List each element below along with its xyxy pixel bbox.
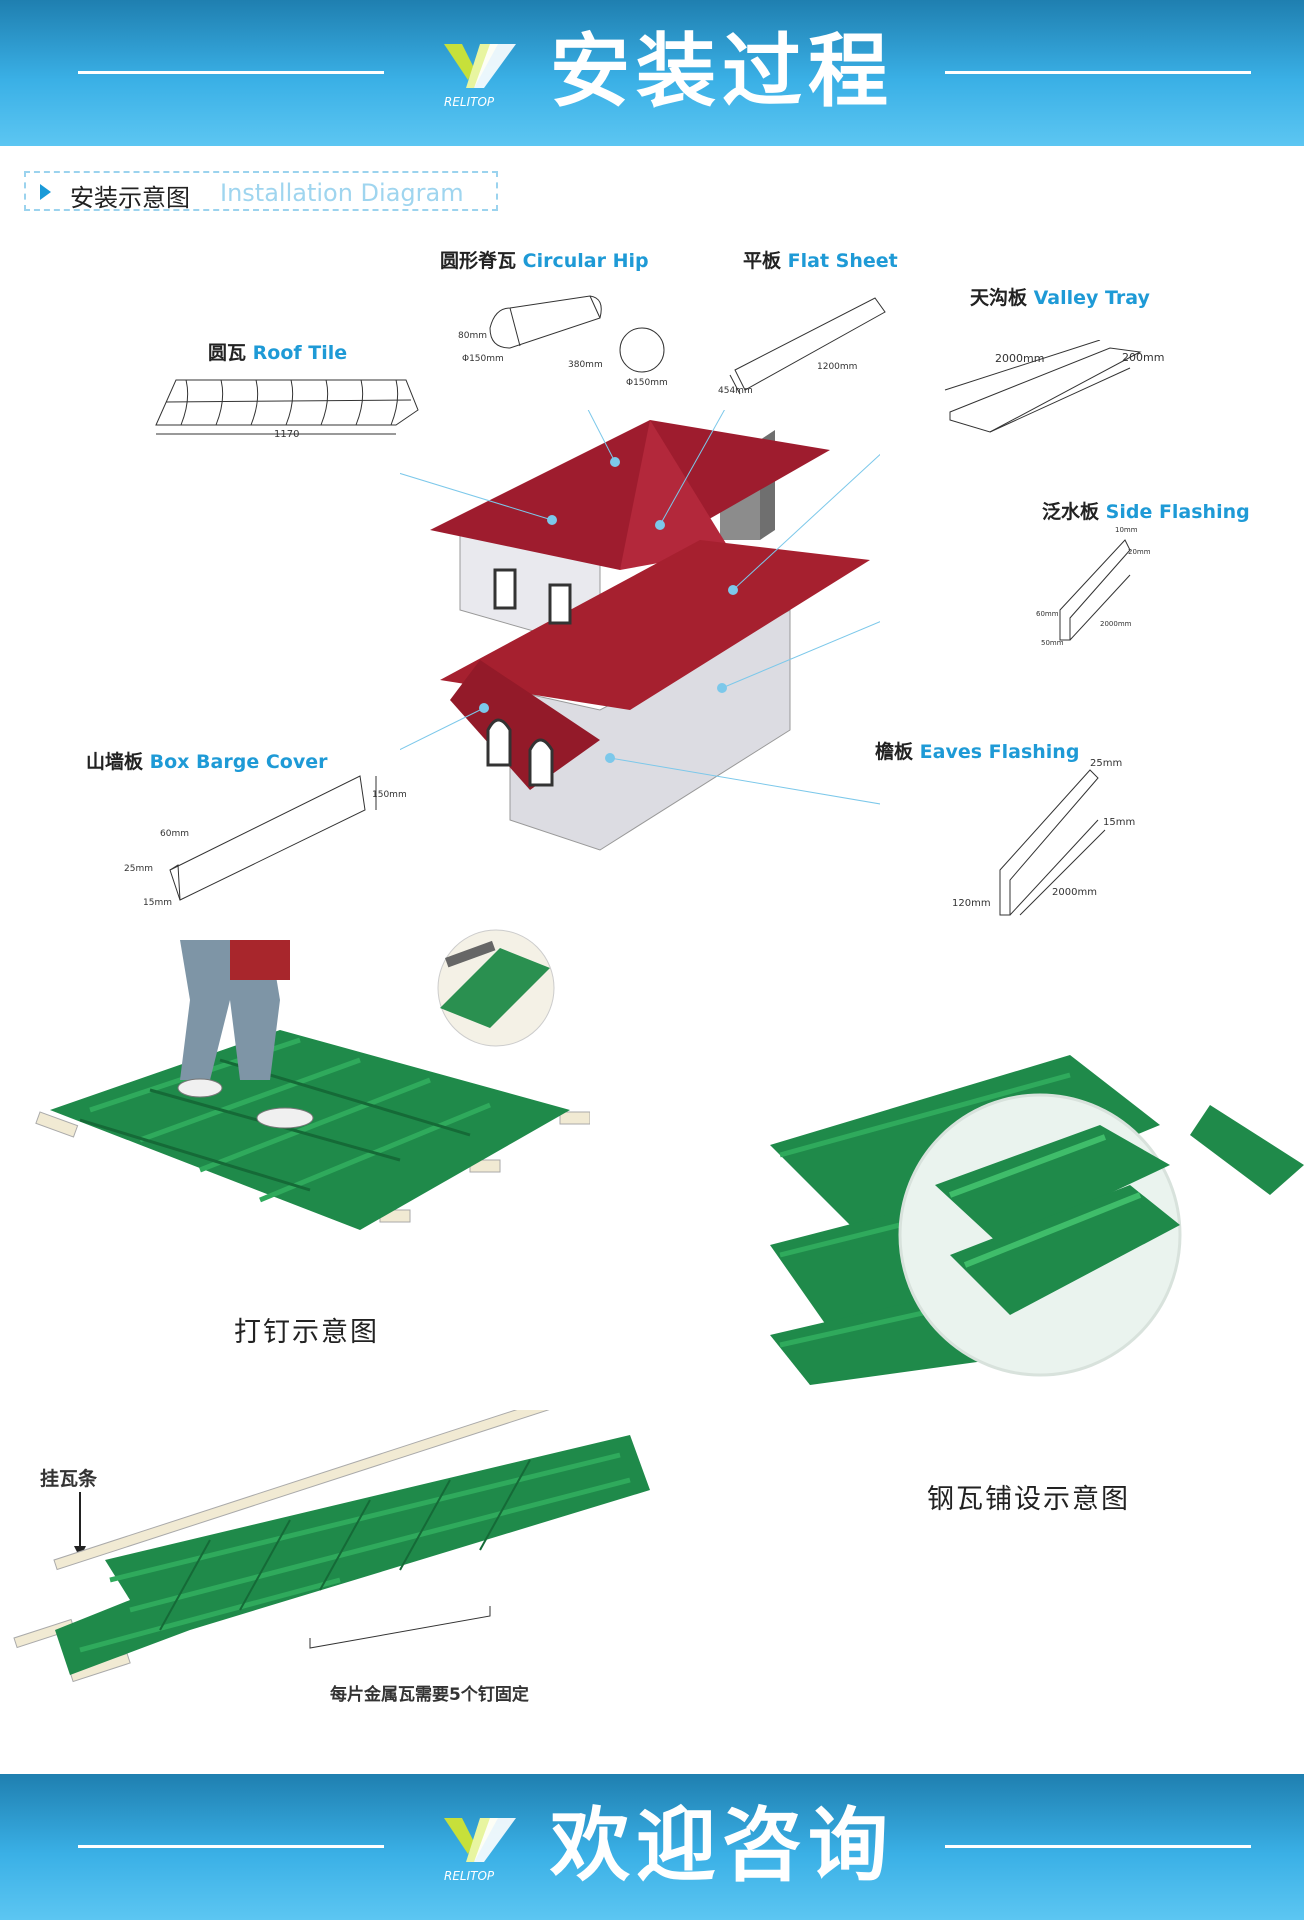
dim-side-bend: 20mm	[1128, 548, 1151, 556]
dim-hip-diameter: Φ150mm	[462, 354, 504, 364]
box-barge-cover-drawing	[169, 775, 377, 901]
dim-side-length: 2000mm	[1100, 620, 1132, 628]
dim-barge-top: 60mm	[160, 829, 189, 839]
header-banner: RELITOP 安装过程	[0, 0, 1304, 146]
label-eaves-flashing: 檐板 Eaves Flashing	[875, 741, 1080, 763]
flat-sheet-drawing	[729, 297, 886, 395]
header-line-left	[78, 71, 384, 74]
page-title: 安装过程	[550, 25, 894, 118]
circular-hip-drawing	[489, 295, 665, 373]
label-valley-tray: 天沟板 Valley Tray	[970, 287, 1150, 309]
label-box-barge-cover: 山墙板 Box Barge Cover	[86, 751, 328, 773]
dim-roof-tile: 1170	[274, 429, 300, 440]
house-illustration	[400, 410, 880, 851]
valley-tray-drawing	[944, 340, 1142, 433]
dim-eaves-top: 25mm	[1090, 758, 1123, 769]
caption-laying: 钢瓦铺设示意图	[927, 1484, 1130, 1515]
dim-hip-height: 80mm	[458, 331, 487, 341]
label-side-flashing: 泛水板 Side Flashing	[1042, 501, 1250, 523]
dim-valley-width: 200mm	[1122, 351, 1165, 364]
section-title-zh: 安装示意图	[70, 184, 190, 212]
label-batten: 挂瓦条	[40, 1468, 98, 1490]
dim-eaves-height: 120mm	[952, 898, 991, 909]
note-nails: 每片金属瓦需要5个钉固定	[330, 1685, 529, 1705]
dim-side-top: 10mm	[1115, 526, 1138, 534]
caption-nailing: 打钉示意图	[234, 1317, 379, 1348]
label-circular-hip: 圆形脊瓦 Circular Hip	[440, 250, 649, 272]
relitop-logo-icon: RELITOP	[444, 1818, 516, 1883]
dim-hip-length: 380mm	[568, 360, 603, 370]
logo-text: RELITOP	[444, 95, 495, 109]
dim-eaves-lip: 15mm	[1103, 817, 1136, 828]
dim-flat-length: 1200mm	[817, 362, 858, 372]
dim-barge-side: 25mm	[124, 864, 153, 874]
batten-illustration	[13, 1410, 650, 1683]
relitop-logo-icon: RELITOP	[444, 44, 516, 109]
laying-illustration	[770, 1055, 1304, 1385]
dim-side-height: 60mm	[1036, 610, 1059, 618]
roof-tile-drawing	[155, 379, 419, 435]
label-roof-tile: 圆瓦 Roof Tile	[208, 342, 348, 364]
header-line-right	[945, 71, 1251, 74]
dim-barge-height: 150mm	[372, 790, 407, 800]
footer-banner: RELITOP 欢迎咨询	[0, 1774, 1304, 1920]
triangle-icon	[40, 184, 51, 200]
footer-title: 欢迎咨询	[550, 1799, 894, 1892]
section-tag: 安装示意图 Installation Diagram	[24, 171, 498, 212]
footer-line-right	[945, 1845, 1251, 1848]
dim-barge-foot: 15mm	[143, 898, 172, 908]
dim-hip-circle: Φ150mm	[626, 378, 668, 388]
nailing-illustration	[35, 940, 590, 1230]
footer-line-left	[78, 1845, 384, 1848]
zoom-detail-circle	[437, 929, 555, 1047]
dim-flat-width: 454mm	[718, 386, 753, 396]
section-title-en: Installation Diagram	[220, 179, 464, 207]
dim-eaves-length: 2000mm	[1052, 887, 1097, 898]
eaves-flashing-drawing	[999, 769, 1106, 916]
dim-side-foot: 50mm	[1041, 639, 1064, 647]
label-flat-sheet: 平板 Flat Sheet	[743, 250, 898, 272]
side-flashing-drawing	[1059, 539, 1131, 641]
dim-valley-length: 2000mm	[995, 352, 1045, 365]
logo-text: RELITOP	[444, 1869, 495, 1883]
